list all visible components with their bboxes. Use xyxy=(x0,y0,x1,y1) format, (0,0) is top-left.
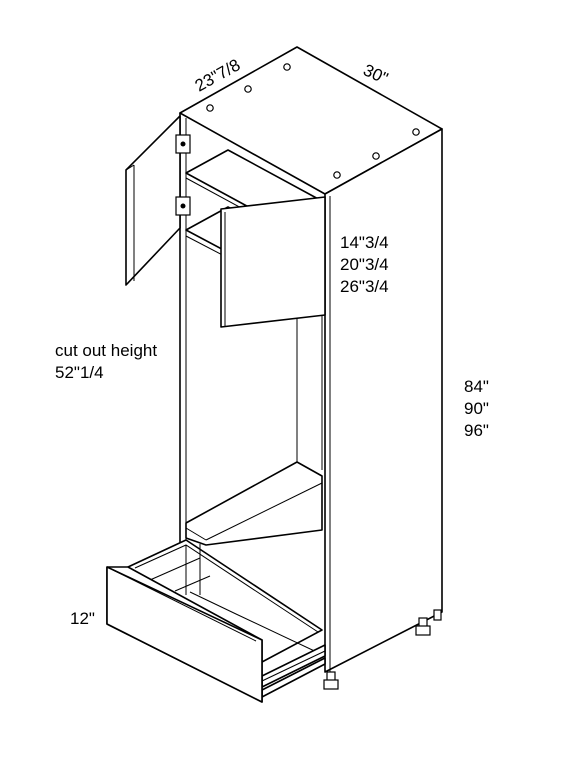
door-height-3: 26"3/4 xyxy=(340,277,389,296)
left-upper-door xyxy=(125,115,181,286)
oven-floor-shelf xyxy=(185,461,323,546)
drawer-box xyxy=(127,539,324,663)
width-label: 30" xyxy=(360,60,391,88)
total-height-3: 96" xyxy=(464,421,489,440)
door-height-2: 20"3/4 xyxy=(340,255,389,274)
lower-hinge xyxy=(175,196,191,216)
upper-hinge xyxy=(175,134,191,154)
drawer-rails xyxy=(261,644,326,698)
dowel-holes xyxy=(206,63,420,179)
drawer-height-label: 12" xyxy=(70,609,95,628)
cabinet-right-side xyxy=(324,128,443,673)
leveling-legs xyxy=(323,609,442,690)
total-height-2: 90" xyxy=(464,399,489,418)
right-upper-door xyxy=(220,196,326,328)
total-height-1: 84" xyxy=(464,377,489,396)
cutout-label: cut out height xyxy=(55,341,157,360)
door-height-1: 14"3/4 xyxy=(340,233,389,252)
cutout-value: 52"1/4 xyxy=(55,363,104,382)
